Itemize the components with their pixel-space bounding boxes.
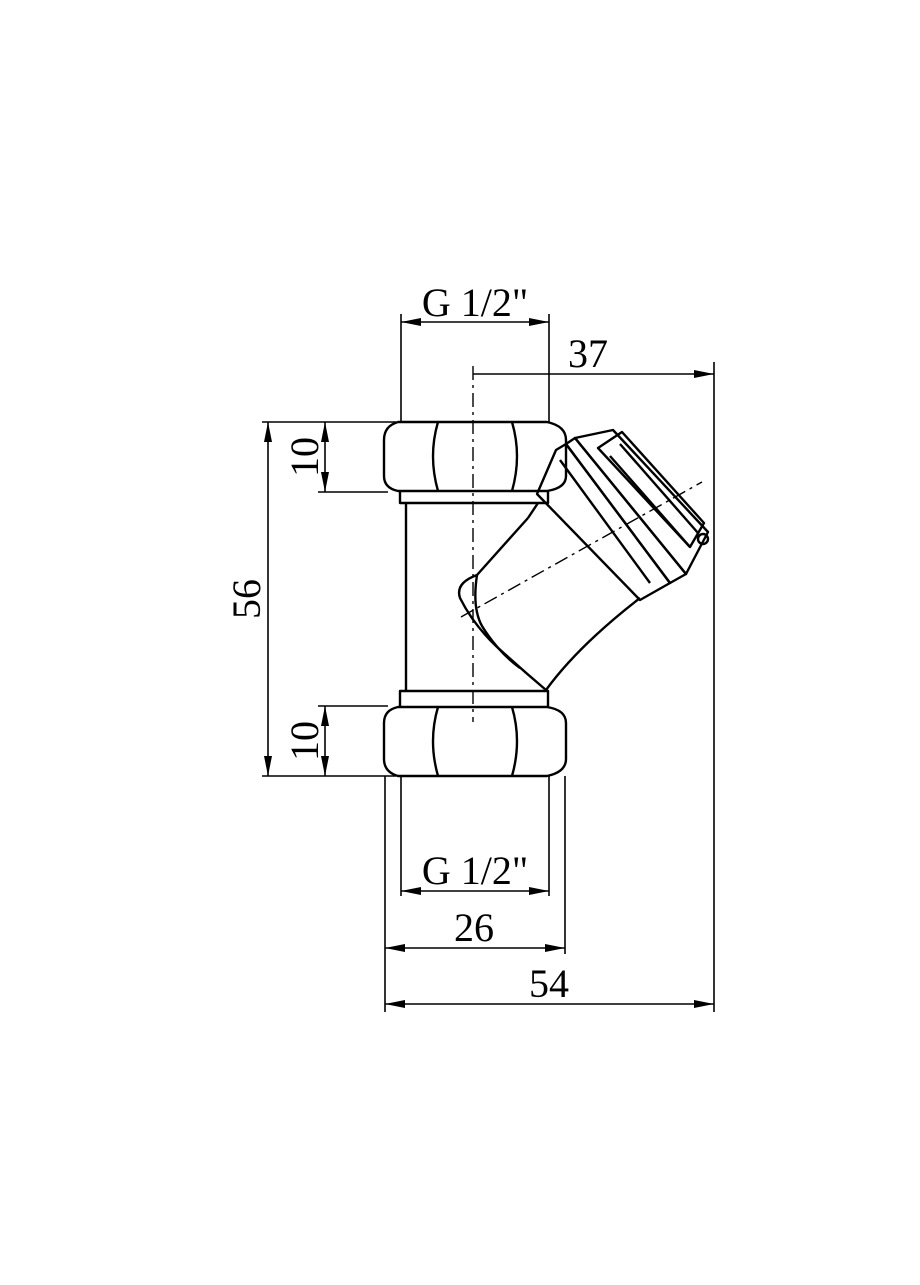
extension-lines [262,314,715,1012]
top-collar [398,491,550,505]
pipe-right-wall-upper [527,502,539,519]
dimension-labels: G 1/2" 37 10 56 10 G 1/2" 26 54 [224,280,608,1006]
bottom-hex-nut [382,705,568,778]
y-strainer-body [382,420,710,778]
strainer-branch [457,517,641,692]
total-width-label: 54 [529,961,569,1006]
cap-center-axis [460,481,703,618]
nut-height-top-label: 10 [282,437,327,477]
center-axes [460,366,703,722]
dimension-lines [264,318,714,1008]
thread-bottom-label: G 1/2" [422,848,528,893]
strainer-cap-plug [573,428,710,576]
total-height-label: 56 [224,579,269,619]
nut-height-bottom-label: 10 [282,721,327,761]
top-hex-nut [382,420,568,493]
thread-top-label: G 1/2" [422,280,528,325]
bottom-collar [398,689,550,707]
nut-width-label: 26 [454,905,494,950]
offset-to-cap-label: 37 [568,331,608,376]
